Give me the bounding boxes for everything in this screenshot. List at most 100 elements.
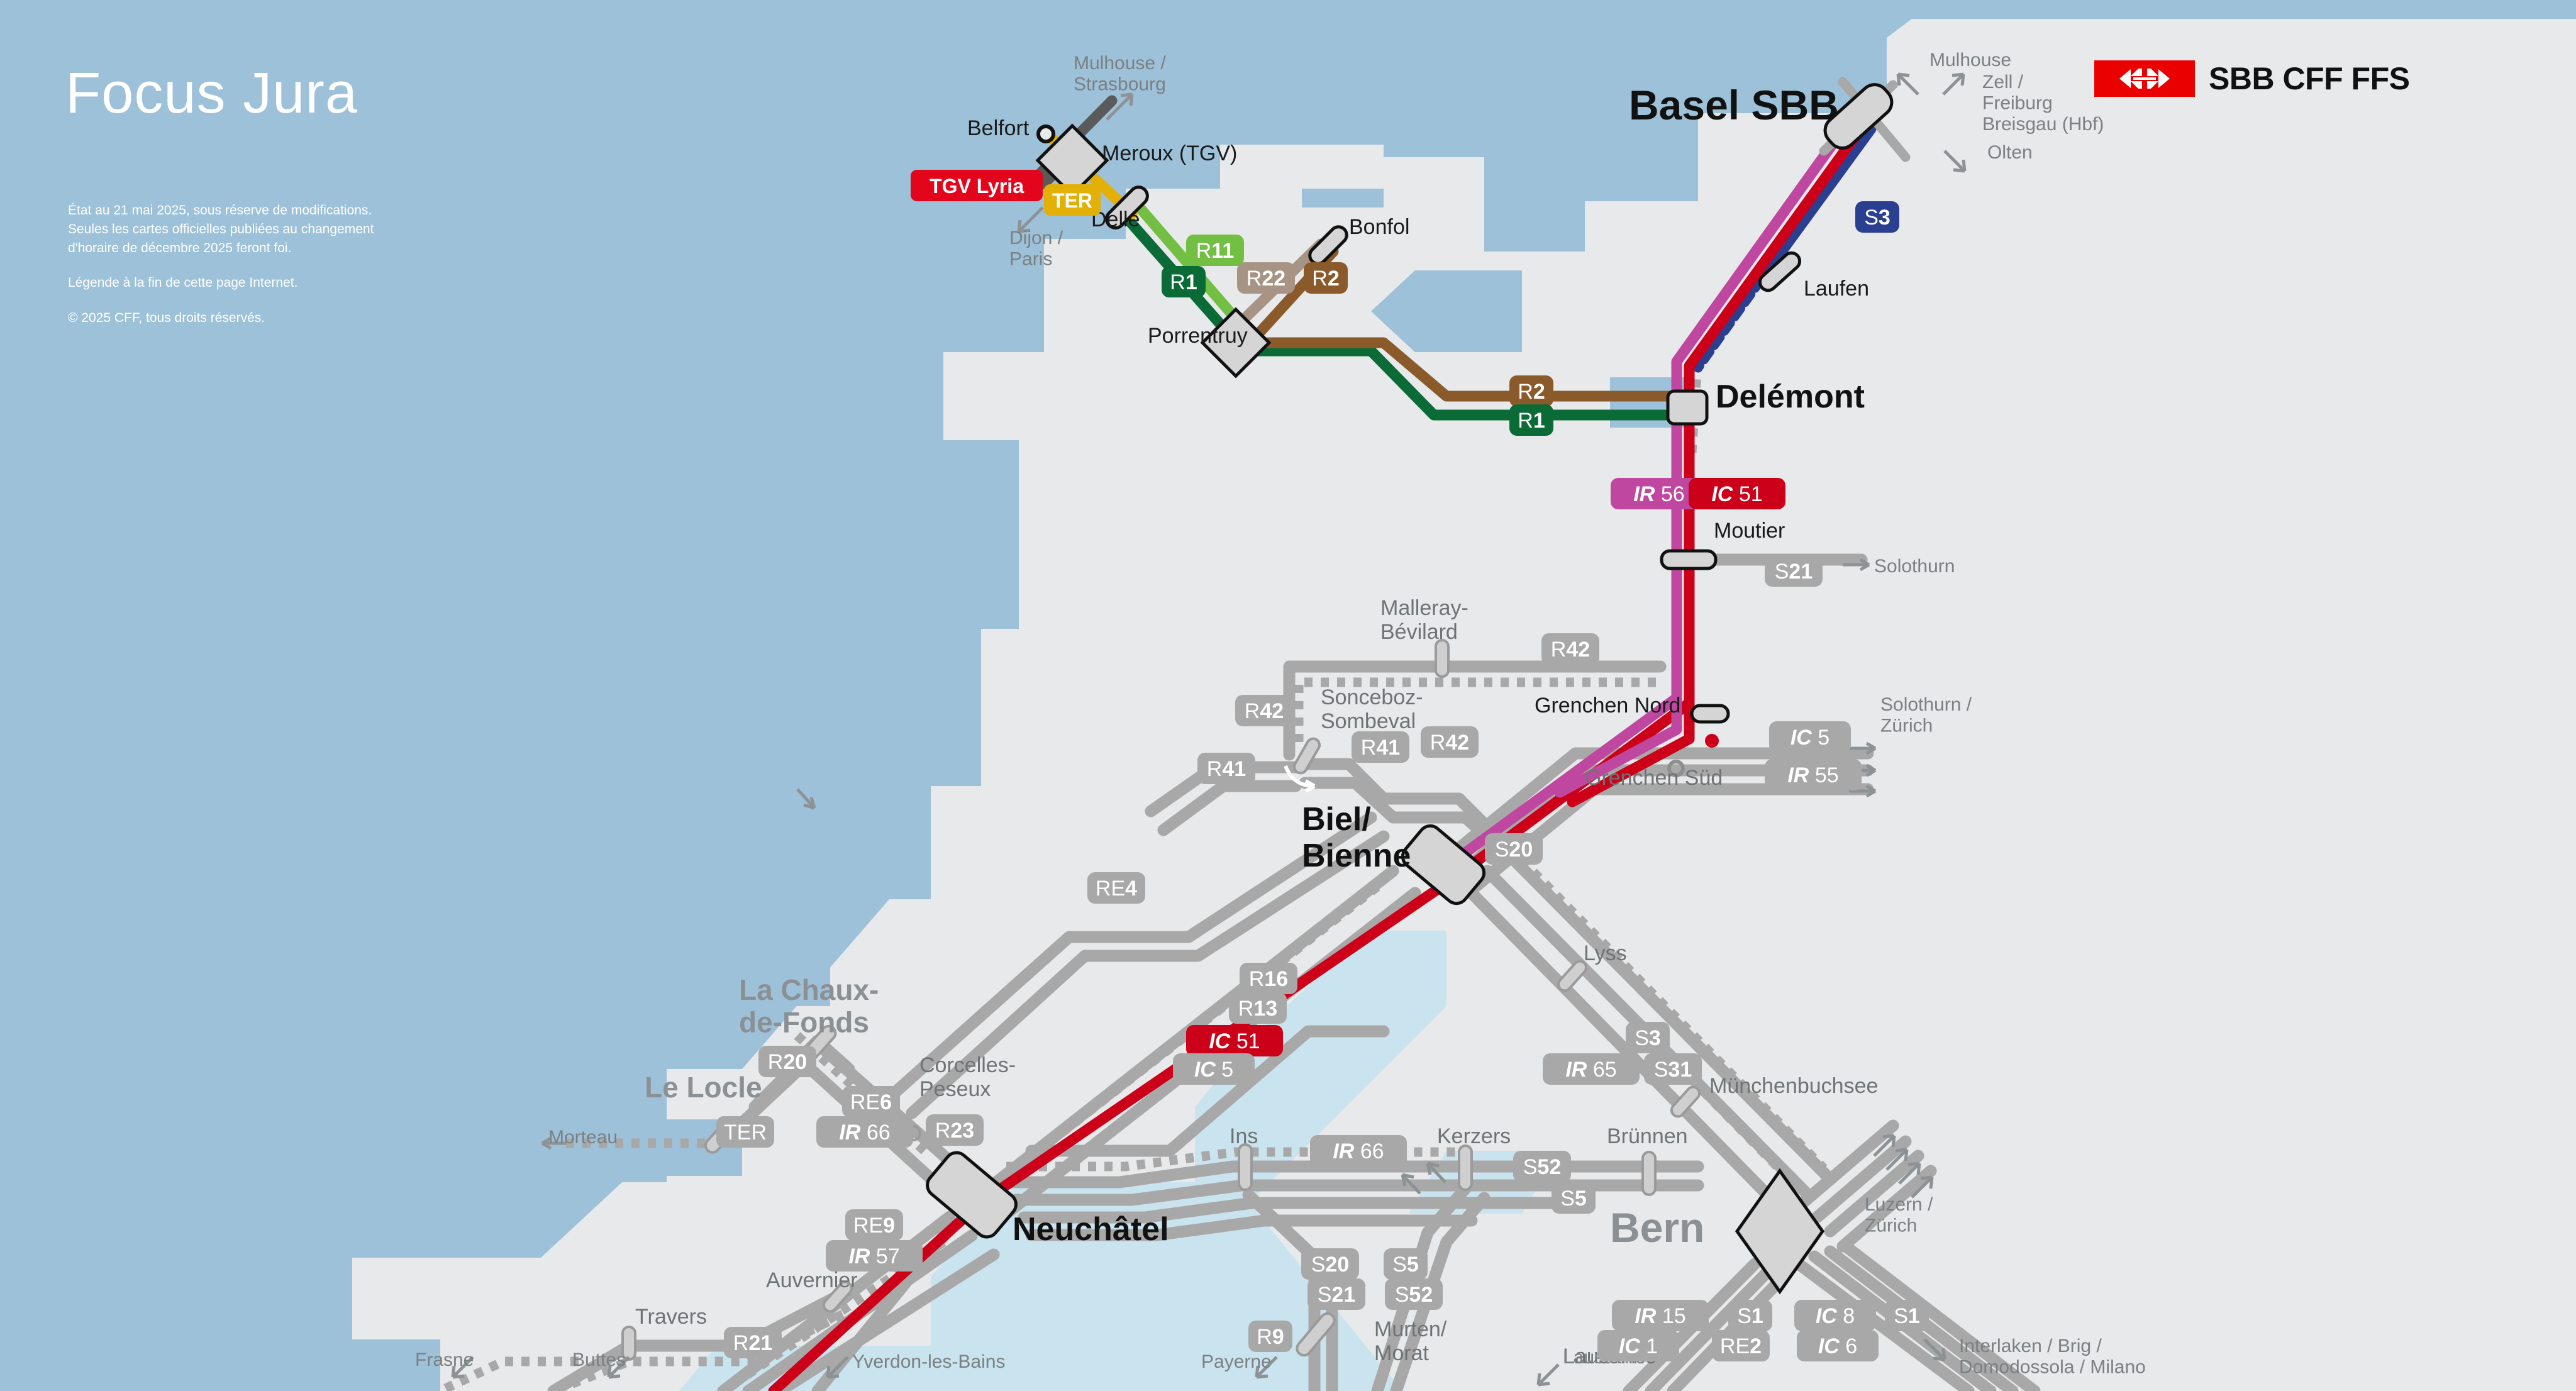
station-label-sonceboz[interactable]: Sonceboz-Sombeval [1321,685,1423,733]
station-label-ins[interactable]: Ins [1230,1124,1258,1148]
sbb-logo[interactable]: SBB CFF FFS [2094,60,2410,97]
station-label-lachaux[interactable]: La Chaux-de-Fonds [739,973,879,1039]
station-marker-brunnen[interactable] [1641,1151,1657,1196]
line-badge-ic-51[interactable]: IC 51 [1186,1025,1283,1056]
station-label-biel[interactable]: Biel/Bienne [1302,801,1411,874]
station-label-laufen[interactable]: Laufen [1804,277,1869,301]
station-marker-travers[interactable] [621,1326,636,1361]
station-marker-grenchen-nord[interactable] [1690,704,1730,724]
line-badge-s3[interactable]: S3 [1626,1022,1670,1053]
line-badge-r2[interactable]: R2 [1509,375,1553,407]
line-badge-r11[interactable]: R11 [1186,235,1244,266]
line-badge-r21[interactable]: R21 [724,1327,782,1358]
line-badge-ir-65[interactable]: IR 65 [1543,1053,1640,1085]
line-badge-s52[interactable]: S52 [1385,1278,1443,1310]
line-badge-s21[interactable]: S21 [1765,555,1823,587]
station-label-belfort[interactable]: Belfort [967,116,1030,140]
line-badge-s31[interactable]: S31 [1644,1053,1702,1085]
line-badge-ic-51[interactable]: IC 51 [1689,478,1785,509]
line-badge-s3[interactable]: S3 [1855,201,1899,233]
station-marker-basel[interactable] [1819,79,1897,154]
station-marker-kerzers[interactable] [1458,1144,1473,1191]
station-marker-delemont[interactable] [1666,389,1709,426]
station-marker-munchenbuchsee[interactable] [1669,1085,1702,1119]
line-badge-s1[interactable]: S1 [1728,1300,1772,1331]
line-badge-re9[interactable]: RE9 [845,1209,903,1241]
station-label-porrentruy[interactable]: Porrentruy [1148,324,1248,348]
station-label-moutier[interactable]: Moutier [1714,519,1785,543]
station-label-grenchen-sud[interactable]: Grenchen Süd [1585,766,1723,790]
station-label-bonfol[interactable]: Bonfol [1349,215,1409,239]
station-label-bern[interactable]: Bern [1610,1204,1704,1251]
station-label-basel[interactable]: Basel SBB [1629,82,1839,128]
line-badge-r13[interactable]: R13 [1229,992,1287,1024]
line-badge-r1[interactable]: R1 [1162,266,1206,297]
line-badge-r23[interactable]: R23 [926,1114,984,1146]
line-badge-r9[interactable]: R9 [1248,1321,1292,1352]
station-label-kerzers[interactable]: Kerzers [1437,1124,1511,1148]
line-badge-r42[interactable]: R42 [1541,633,1599,665]
line-badge-re2[interactable]: RE2 [1712,1330,1770,1361]
line-badge-r20[interactable]: R20 [758,1046,816,1077]
line-badge-ir-55[interactable]: IR 55 [1765,759,1862,790]
line-badge-s20[interactable]: S20 [1485,833,1543,865]
line-badge-ic-5[interactable]: IC 5 [1769,721,1851,753]
station-marker-porrentruy[interactable] [1200,307,1272,379]
station-marker-lyss[interactable] [1556,959,1589,994]
line-badge-ir-15[interactable]: IR 15 [1612,1300,1709,1331]
station-label-malleray[interactable]: Malleray-Bévilard [1380,596,1468,644]
station-label-grenchen-nord[interactable]: Grenchen Nord [1535,694,1680,718]
station-marker-bonfol[interactable] [1306,223,1350,267]
line-badge-ir-57[interactable]: IR 57 [826,1240,923,1272]
station-label-corcelles[interactable]: Corcelles-Peseux [919,1053,1016,1101]
line-badge-r22[interactable]: R22 [1237,262,1295,294]
station-marker-murten[interactable] [1294,1311,1337,1358]
line-badge-s5[interactable]: S5 [1384,1248,1428,1280]
station-label-travers[interactable]: Travers [635,1305,707,1329]
line-badge-ic-5[interactable]: IC 5 [1173,1053,1255,1085]
station-marker-neuchatel[interactable] [923,1148,1021,1242]
line-badge-s5[interactable]: S5 [1552,1182,1596,1214]
line-badge-s52[interactable]: S52 [1513,1151,1571,1182]
line-badge-re4[interactable]: RE4 [1087,872,1145,904]
line-badge-ir-66[interactable]: IR 66 [816,1116,913,1148]
line-badge-r41[interactable]: R41 [1197,753,1255,784]
station-label-murten[interactable]: Murten/Morat [1374,1317,1447,1365]
station-marker-moutier[interactable] [1660,549,1718,570]
line-badge-ic-8[interactable]: IC 8 [1794,1300,1876,1331]
line-badge-r42[interactable]: R42 [1421,726,1479,758]
station-label-brunnen[interactable]: Brünnen [1607,1124,1688,1148]
line-badge-s20[interactable]: S20 [1301,1248,1359,1280]
line-badge-ter[interactable]: TER [716,1116,774,1148]
station-label-munchenbuchsee[interactable]: Münchenbuchsee [1709,1074,1878,1098]
station-marker-auvernier[interactable] [821,1280,854,1314]
line-badge-s1[interactable]: S1 [1885,1300,1929,1331]
station-marker-grenchen-sud[interactable] [1667,760,1685,777]
line-badge-r1[interactable]: R1 [1509,404,1553,436]
line-badge-r41[interactable]: R41 [1352,731,1409,763]
station-marker-bern[interactable] [1735,1168,1825,1295]
line-badge-ir-56[interactable]: IR 56 [1611,478,1707,509]
station-marker-malleray[interactable] [1435,639,1450,678]
line-badge-r2[interactable]: R2 [1304,262,1348,294]
station-marker-sonceboz[interactable] [1292,736,1321,775]
station-marker-delle[interactable] [1103,184,1151,231]
line-badge-ic-6[interactable]: IC 6 [1797,1330,1879,1361]
line-badge-r42[interactable]: R42 [1235,695,1293,726]
line-badge-re6[interactable]: RE6 [842,1086,900,1117]
line-badge-ic-1[interactable]: IC 1 [1597,1330,1679,1361]
station-marker-belfort[interactable] [1036,125,1055,143]
station-marker-ins[interactable] [1238,1143,1253,1191]
station-marker-biel[interactable] [1398,821,1489,908]
operator-badge-tgv-lyria[interactable]: TGV Lyria [911,170,1043,201]
operator-badge-ter[interactable]: TER [1044,184,1101,216]
line-badge-r16[interactable]: R16 [1240,963,1297,994]
station-label-delemont[interactable]: Delémont [1716,379,1865,415]
station-label-lyss[interactable]: Lyss [1584,941,1627,965]
station-label-auvernier[interactable]: Auvernier [766,1268,858,1292]
line-badge-s21[interactable]: S21 [1307,1278,1365,1310]
station-label-neuchatel[interactable]: Neuchâtel [1013,1211,1169,1248]
station-label-lelocle[interactable]: Le Locle [645,1071,762,1104]
station-marker-laufen[interactable] [1757,250,1803,294]
line-badge-ir-66[interactable]: IR 66 [1310,1135,1407,1167]
